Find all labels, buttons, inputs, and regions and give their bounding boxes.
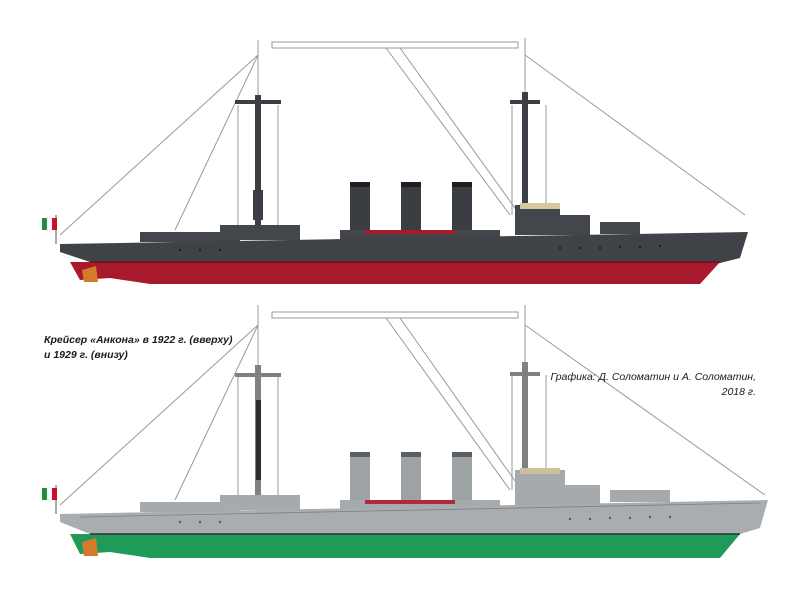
ship-1922-masts: [235, 92, 540, 235]
caption-line-2: и 1929 г. (внизу): [44, 349, 128, 361]
ship-1922-superstructure: [140, 205, 640, 242]
ship-1929-portholes: [178, 515, 672, 524]
ship-1929-italian-flag: [42, 485, 57, 514]
ship-1929-funnels: [350, 452, 472, 502]
ship-1929-superstructure: [140, 470, 670, 512]
ship-1922-italian-flag: [42, 215, 57, 244]
ship-1929-rudder: [82, 538, 98, 556]
ship-1922-funnels: [350, 182, 472, 232]
ship-1922-rudder: [82, 266, 98, 282]
ship-1922-profile: [42, 38, 748, 284]
ship-1922-boats: [365, 230, 455, 234]
ship-1922-bridge-canvas: [520, 203, 560, 209]
ship-1929-bridge-canvas: [520, 468, 560, 474]
figure-caption: Крейсер «Анкона» в 1922 г. (вверху) и 19…: [44, 333, 233, 363]
ship-1929-bottom: [70, 534, 740, 558]
ship-1922-hull: [60, 232, 748, 268]
credit-line-1: Графика: Д. Соломатин и А. Соломатин,: [550, 371, 756, 383]
ship-1929-profile: [42, 305, 768, 558]
graphics-credit: Графика: Д. Соломатин и А. Соломатин, 20…: [550, 370, 756, 400]
ship-1922-bottom: [70, 262, 720, 284]
ship-1929-boats: [365, 500, 455, 504]
credit-line-2: 2018 г.: [721, 386, 756, 398]
ship-1922-portholes: [178, 244, 662, 252]
ship-1929-masts: [235, 362, 540, 505]
ship-1929-hull: [60, 500, 768, 540]
ship-1929-mast-black-section: [256, 400, 261, 480]
caption-line-1: Крейсер «Анкона» в 1922 г. (вверху): [44, 334, 233, 346]
